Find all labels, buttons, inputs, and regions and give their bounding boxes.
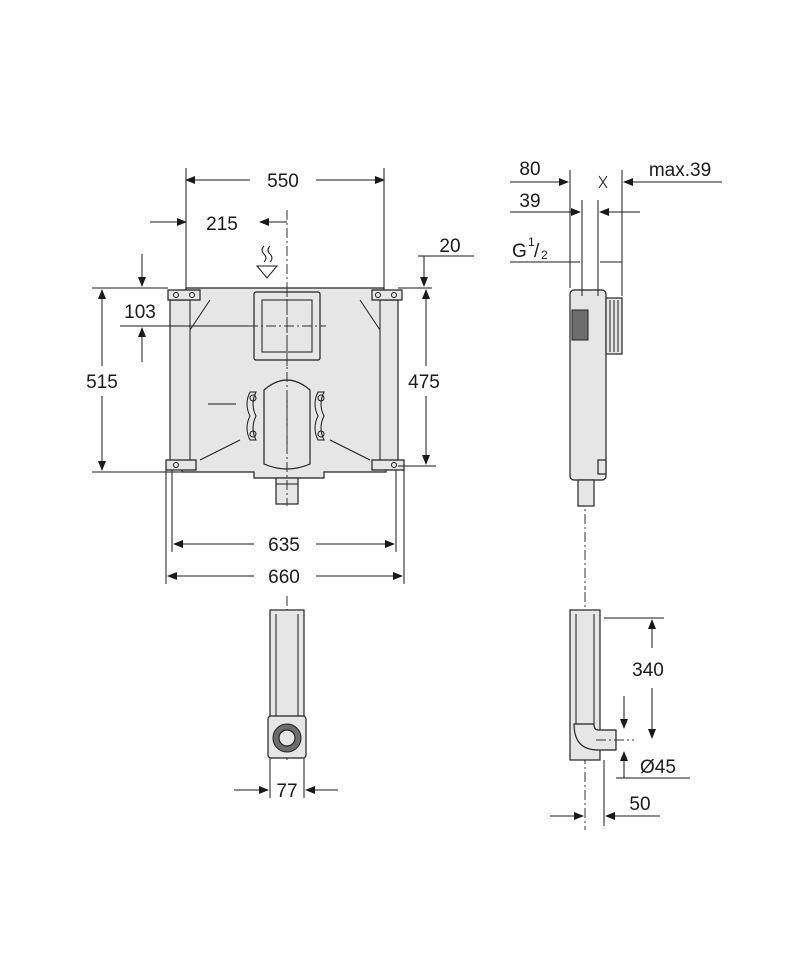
dim-340: 340 [632, 660, 664, 681]
drain-pipe-front: 77 [234, 596, 338, 802]
mounting-hole-icon [173, 462, 179, 468]
front-view [165, 245, 405, 505]
svg-text:/: / [534, 241, 540, 262]
dim-515: 515 [86, 372, 118, 393]
water-supply-symbol-icon [255, 245, 279, 279]
mounting-hole-icon [391, 462, 397, 468]
dim-475: 475 [408, 372, 440, 393]
front-dimensions: 550 215 20 103 515 475 635 [86, 168, 474, 588]
side-view: 80 max.39 39 G 1 / 2 [510, 159, 722, 590]
dim-77: 77 [276, 781, 297, 802]
mounting-hole-icon [391, 292, 397, 298]
mounting-hole-icon [375, 292, 381, 298]
thread-numerator: 1 [528, 235, 535, 249]
dim-80: 80 [519, 159, 540, 180]
side-pipe-elbow [573, 723, 617, 751]
dim-660: 660 [268, 567, 300, 588]
dim-50: 50 [629, 794, 650, 815]
left-top-bracket [167, 289, 201, 301]
dim-max39: max.39 [649, 160, 711, 181]
mounting-hole-icon [173, 292, 179, 298]
dim-635: 635 [268, 535, 300, 556]
mounting-hole-icon [189, 292, 195, 298]
dim-550: 550 [267, 171, 299, 192]
left-foot [165, 459, 197, 471]
dim-215: 215 [206, 214, 238, 235]
drain-pipe-side: 340 Ø45 50 [550, 592, 690, 830]
side-drain [577, 479, 595, 507]
dim-39: 39 [519, 191, 540, 212]
thread-g-label: G [512, 241, 527, 262]
thread-denominator: 2 [541, 248, 548, 262]
dim-diameter-45: Ø45 [640, 757, 676, 778]
right-foot [371, 459, 405, 471]
right-top-bracket [371, 289, 403, 301]
dim-103: 103 [124, 302, 156, 323]
dim-20: 20 [439, 236, 460, 257]
